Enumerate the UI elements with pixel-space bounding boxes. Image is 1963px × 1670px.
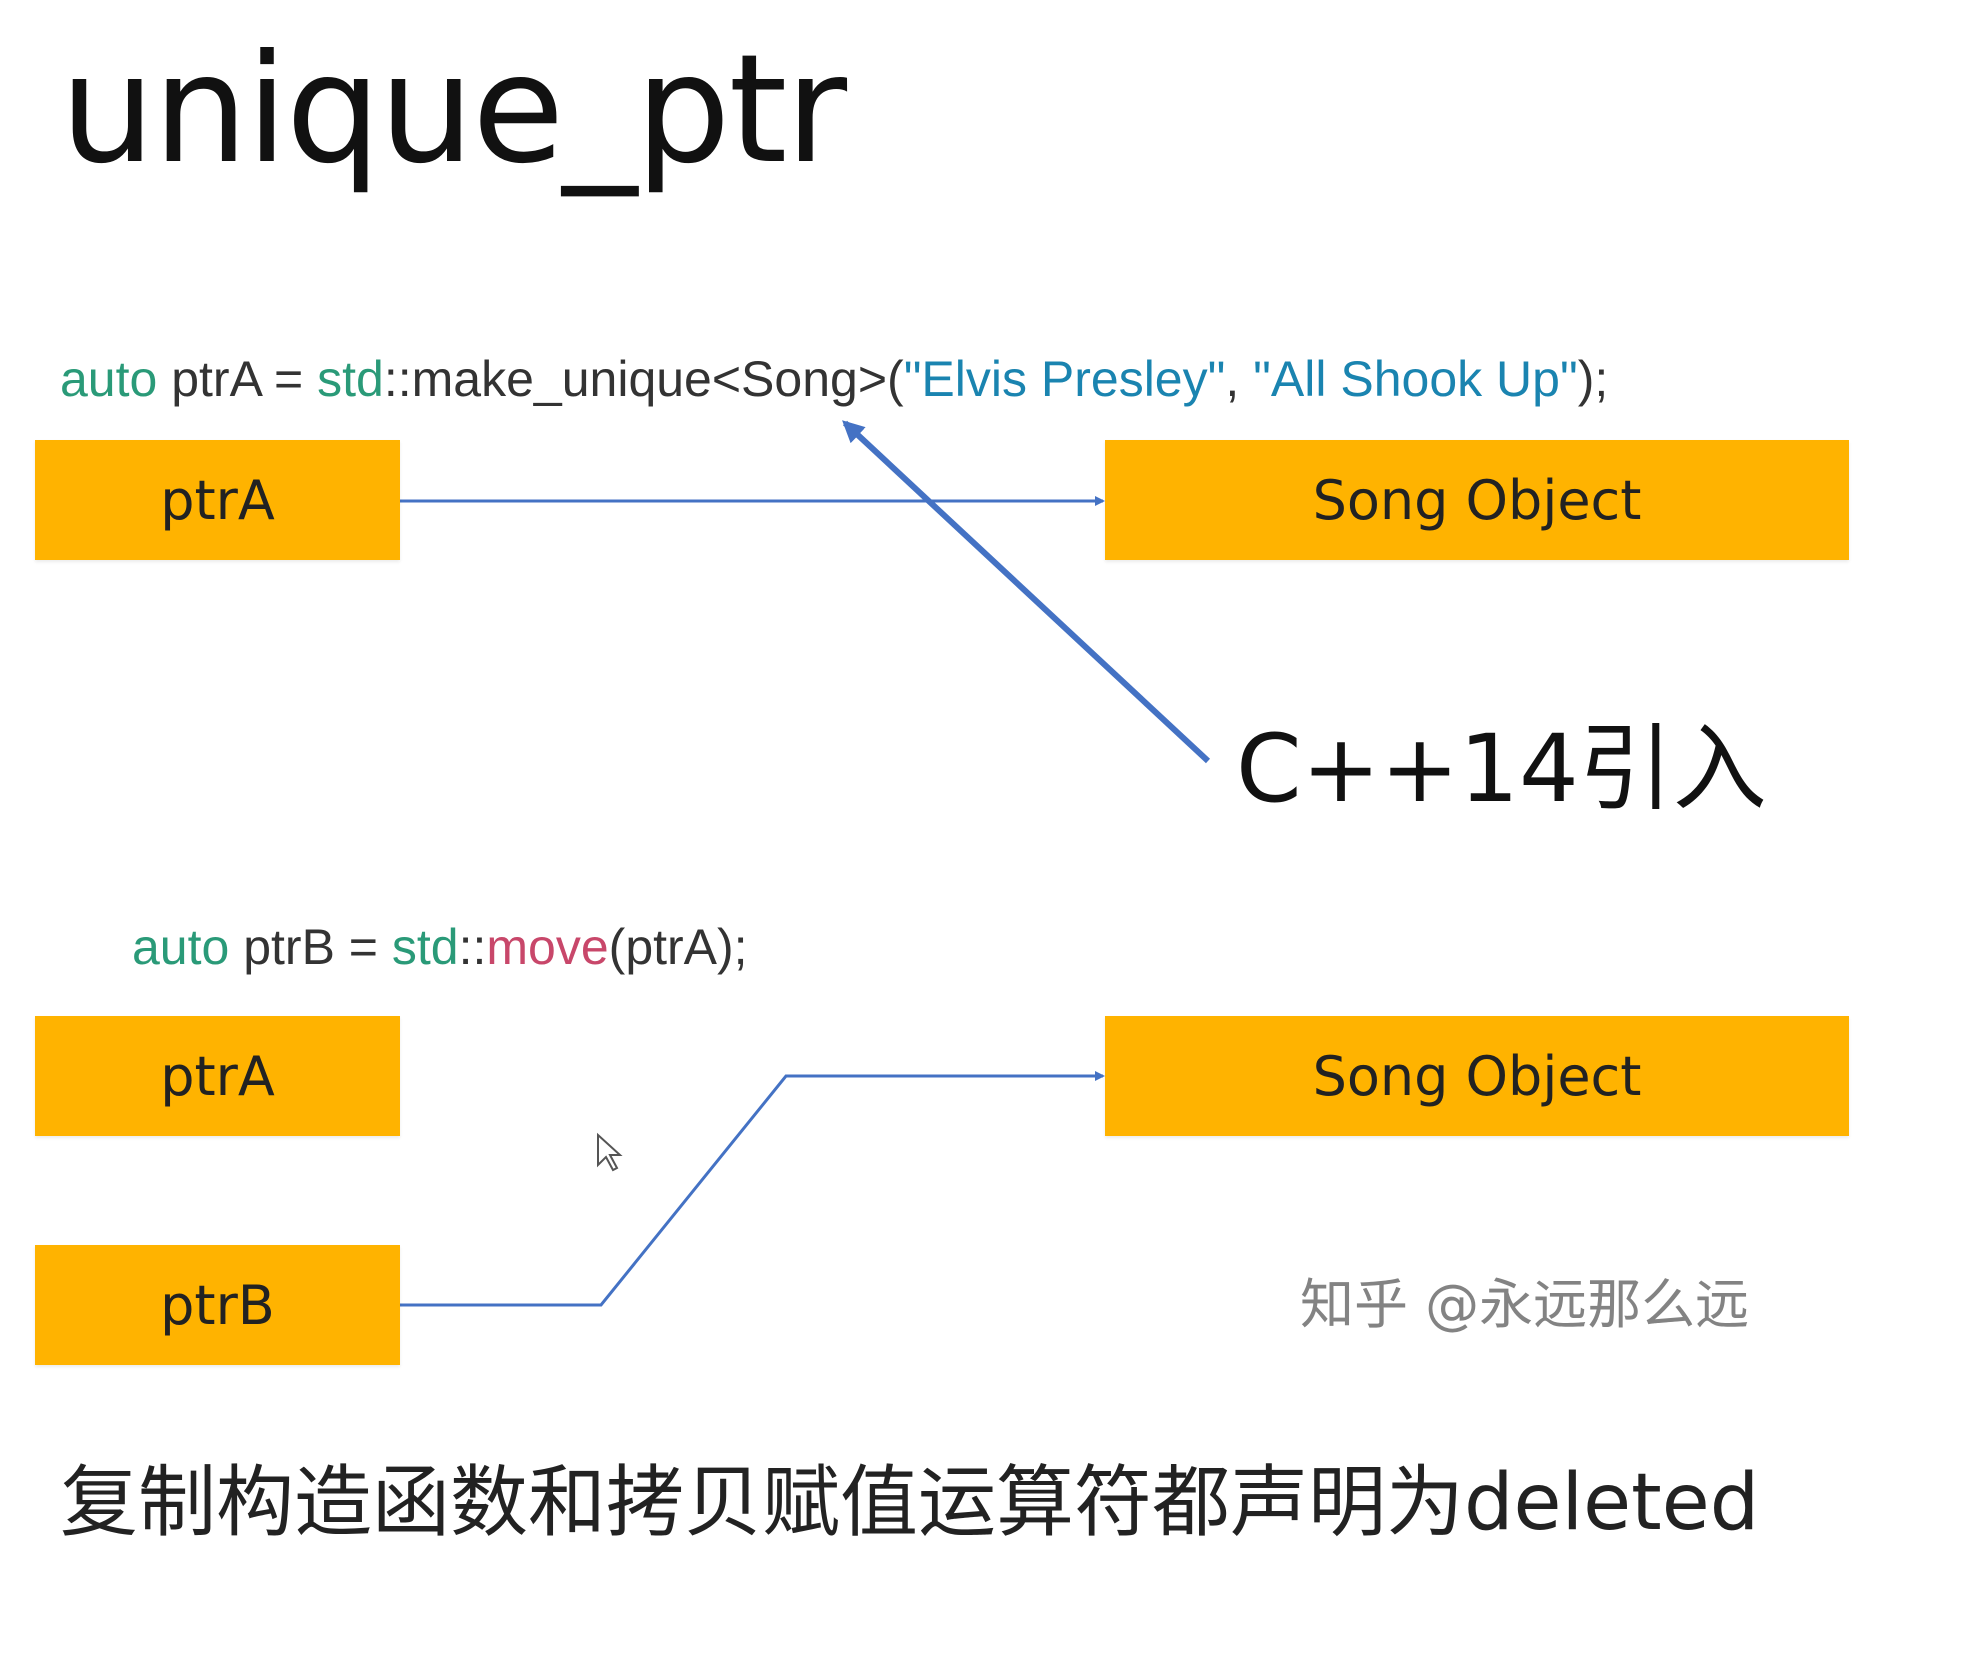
song-object-box-moved: Song Object xyxy=(1105,1016,1849,1136)
code-function: move xyxy=(486,919,609,975)
song-object-box: Song Object xyxy=(1105,440,1849,560)
code-string: "All Shook Up" xyxy=(1253,351,1578,407)
footer-text: 复制构造函数和拷贝赋值运算符都声明为deleted xyxy=(60,1458,1760,1548)
arrow-ptrB-to-song xyxy=(400,1071,1105,1307)
cursor-icon xyxy=(597,1132,623,1172)
ptrA-box: ptrA xyxy=(35,440,400,560)
watermark: 知乎 @永远那么远 xyxy=(1300,1273,1750,1336)
code-text: ptrA = xyxy=(157,351,318,407)
ptrB-box: ptrB xyxy=(35,1245,400,1365)
code-line-move: auto ptrB = std::move(ptrA); xyxy=(132,918,748,976)
code-namespace: std xyxy=(391,919,459,975)
arrow-note-to-make-unique xyxy=(842,420,1211,764)
code-namespace: std xyxy=(317,351,384,407)
code-text: (ptrA); xyxy=(608,919,748,975)
code-keyword: auto xyxy=(60,351,158,407)
ptrA-box-moved: ptrA xyxy=(35,1016,400,1136)
code-string: "Elvis Presley" xyxy=(903,351,1226,407)
code-text: :: xyxy=(458,919,487,975)
slide-title: unique_ptr xyxy=(60,23,847,197)
code-text: ::make_unique<Song>( xyxy=(383,351,904,407)
code-text: , xyxy=(1225,351,1254,407)
code-line-make-unique: auto ptrA = std::make_unique<Song>("Elvi… xyxy=(60,350,1608,408)
code-text: ); xyxy=(1577,351,1609,407)
code-text: ptrB = xyxy=(229,919,392,975)
cpp14-note: C++14引入 xyxy=(1236,715,1767,824)
code-keyword: auto xyxy=(132,919,230,975)
